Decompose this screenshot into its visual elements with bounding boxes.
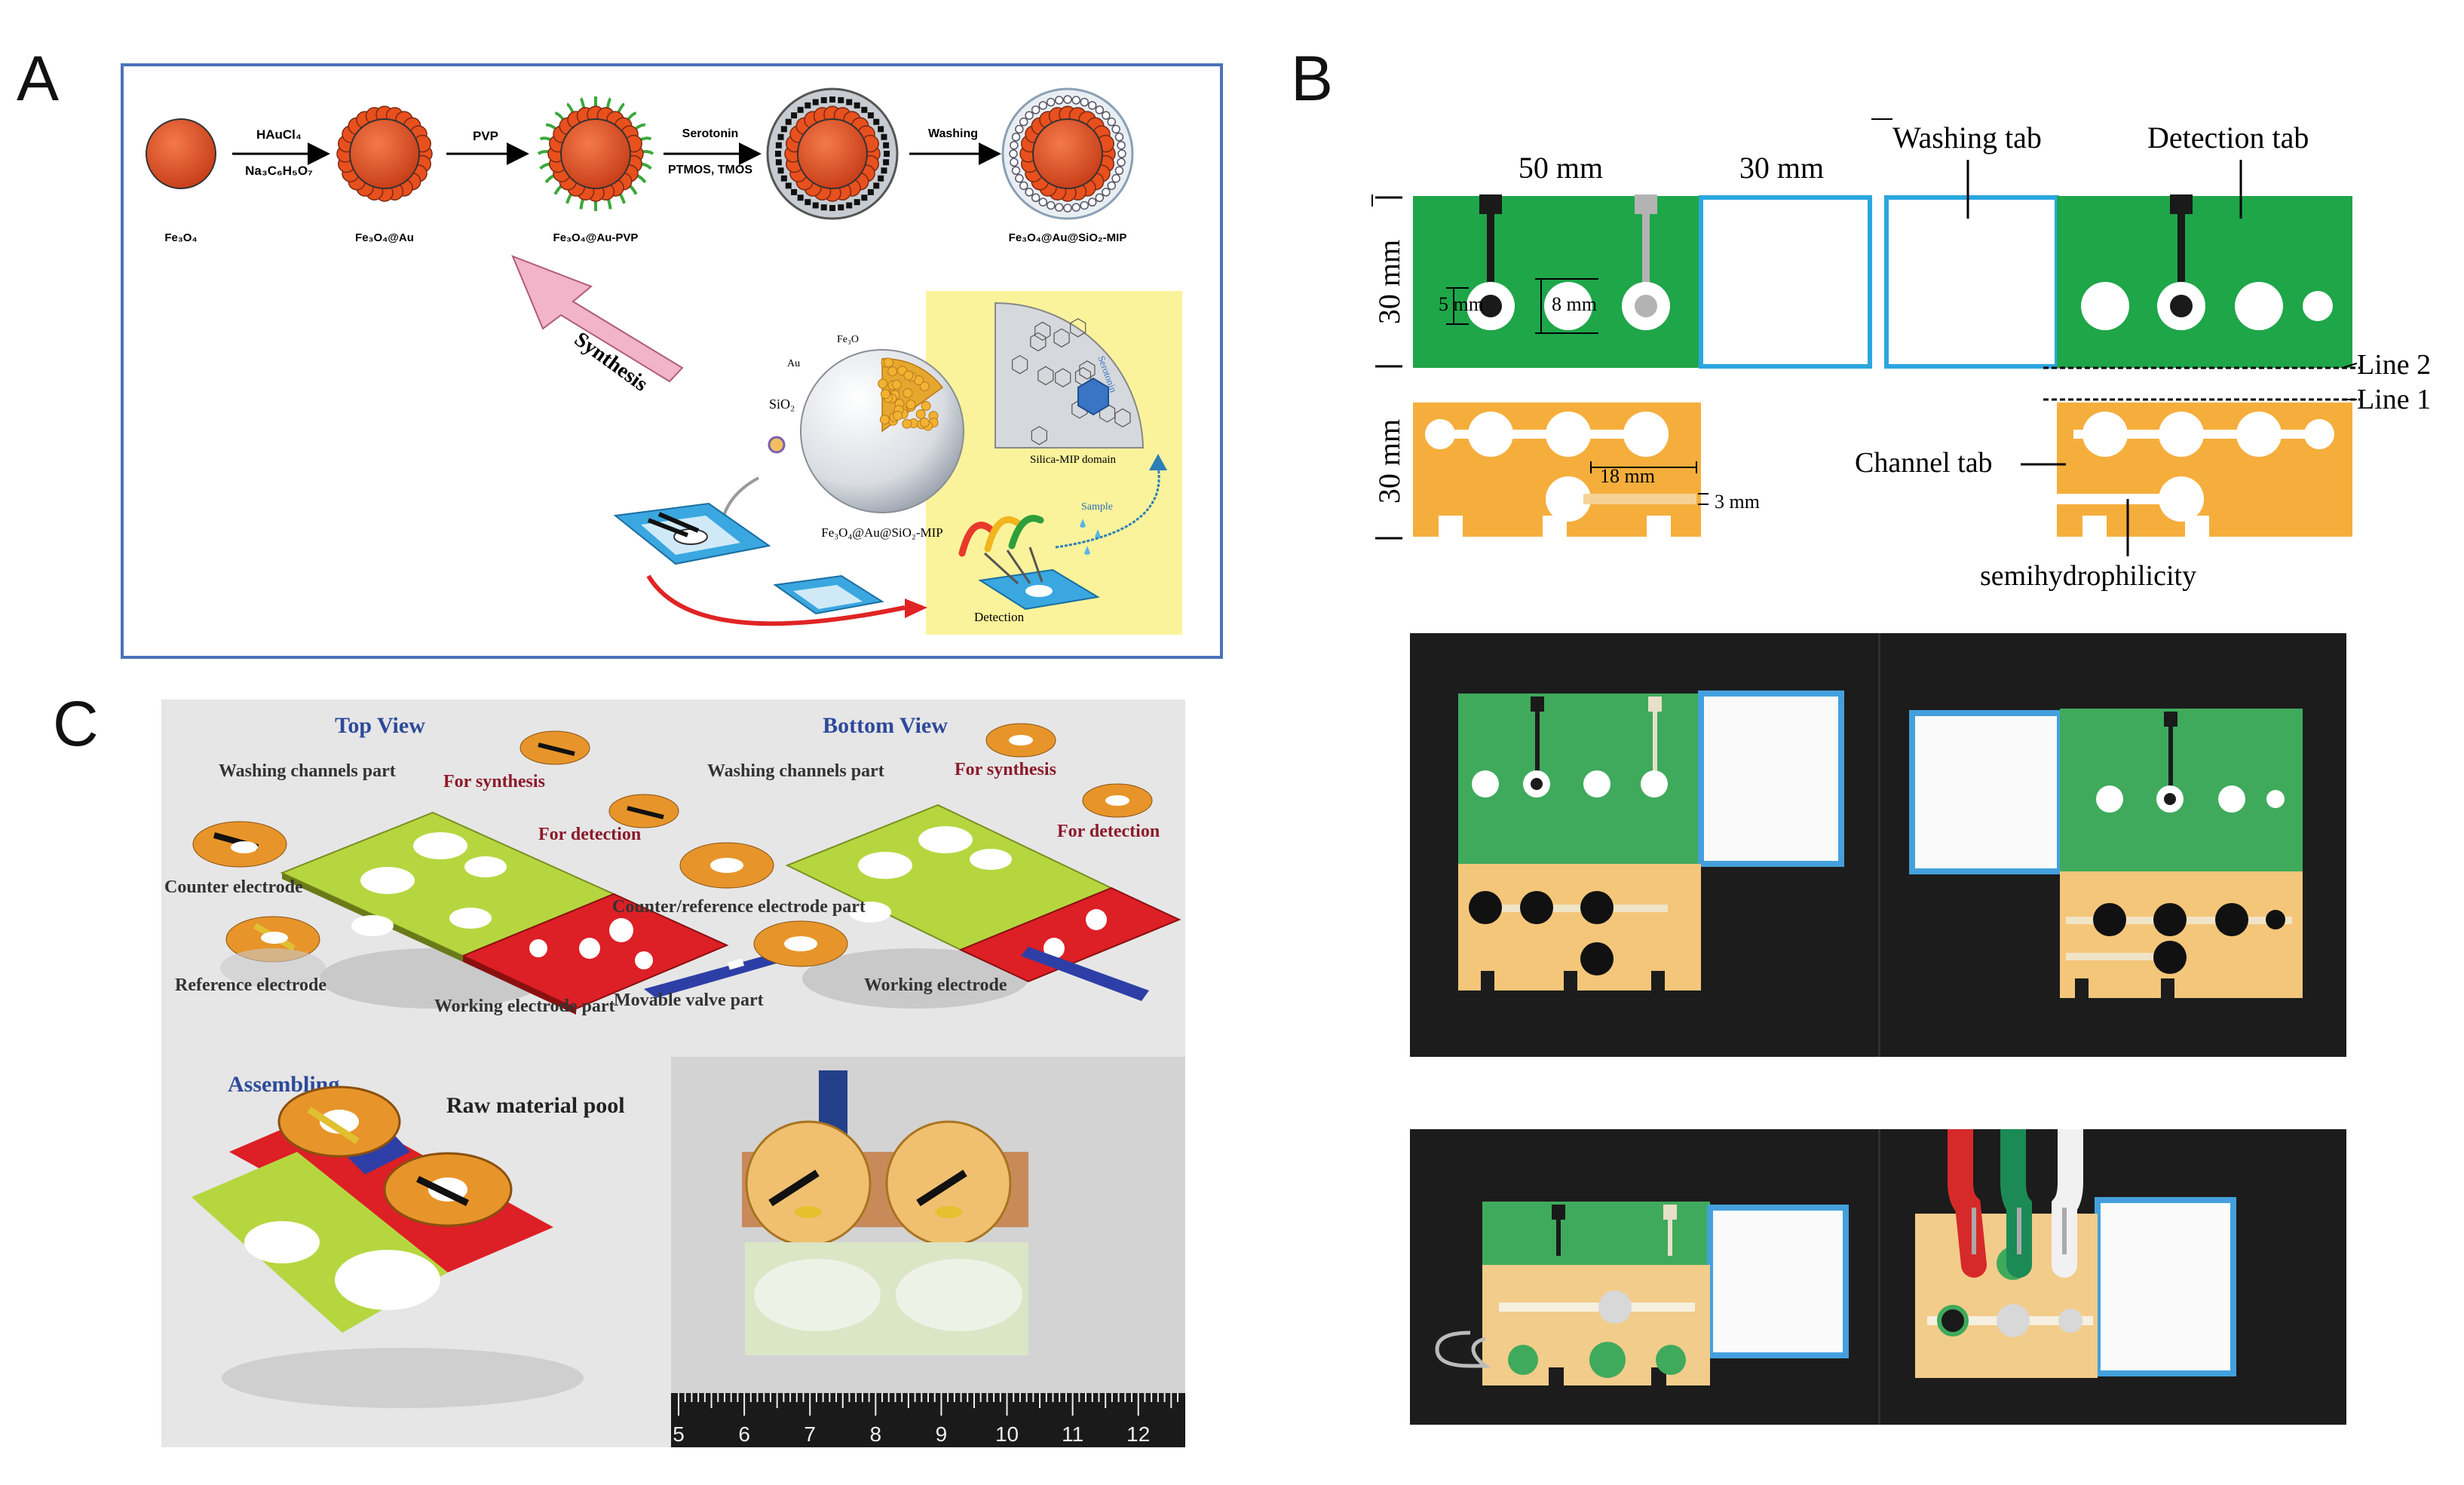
- dim-8mm: 8 mm: [1552, 293, 1597, 315]
- dim-18mm: 18 mm: [1600, 465, 1655, 487]
- arrow3-bottom: PTMOS, TMOS: [668, 164, 752, 176]
- arrow1-top: HAuCl₄: [256, 127, 302, 142]
- fe3o4-au-pvp-particle: [538, 96, 653, 211]
- ruler-label: 5: [673, 1422, 685, 1446]
- panel-c-illustration: Top View Washing channels part For synth…: [161, 700, 1185, 1447]
- right-washing-area: [1886, 197, 2057, 366]
- top-view-title: Top View: [335, 713, 425, 738]
- assembled-chip: [192, 1087, 584, 1408]
- sample-label: Sample: [1081, 501, 1113, 513]
- ruler-label: 12: [1126, 1422, 1150, 1446]
- arrow4-top: Washing: [928, 127, 978, 140]
- ruler-label: 6: [738, 1422, 750, 1446]
- fe3o4-core: [146, 119, 216, 188]
- mip-imprinted-particle: [768, 89, 897, 219]
- step-label-fe3o4-au-pvp: Fe₃O₄@Au-PVP: [553, 231, 639, 244]
- step-label-fe3o4: Fe₃O₄: [164, 231, 197, 244]
- label-working-electrode: Working electrode: [864, 975, 1007, 995]
- panel-a-diagram: Fe₃O₄ HAuCl₄ Na₃C₆H₅O₇ Fe₃O₄@Au PVP Fe₃O…: [121, 63, 1223, 659]
- sphere-label-fe: Fe₃O: [837, 334, 859, 345]
- bottom-view-title: Bottom View: [823, 713, 948, 738]
- photo-chips-front-back: [1410, 633, 2346, 1057]
- dim-30mm-width: 30 mm: [1739, 151, 1824, 185]
- arrow1-bottom: Na₃C₆H₅O₇: [245, 164, 313, 178]
- label-line2: Line 2: [2357, 349, 2431, 381]
- panel-b-schematic: 50 mm 30 mm 30 mm 30 mm 5 mm 8 mm Washin…: [1357, 113, 2450, 611]
- label-for-detection-top: For detection: [538, 825, 641, 844]
- sphere-label-au: Au: [787, 358, 800, 369]
- dim-30mm-height-bottom: 30 mm: [1372, 419, 1406, 504]
- fe3o4-au-particle: [337, 106, 432, 201]
- label-working-electrode-part: Working electrode part: [434, 997, 615, 1016]
- dim-50mm: 50 mm: [1519, 151, 1603, 185]
- arrow2-top: PVP: [473, 129, 498, 143]
- label-washing-tab: Washing tab: [1892, 121, 2042, 155]
- ruler-label: 7: [804, 1422, 816, 1446]
- left-detection-area: [1413, 196, 1701, 368]
- step-label-final: Fe₃O₄@Au@SiO₂-MIP: [1009, 231, 1127, 244]
- arrow3-top: Serotonin: [682, 127, 739, 140]
- left-washing-area: [1701, 197, 1870, 366]
- panel-letter-b: B: [1291, 42, 1333, 115]
- ruler-label: 8: [870, 1422, 882, 1446]
- dim-30mm-height-top: 30 mm: [1372, 240, 1406, 324]
- label-reference-electrode: Reference electrode: [175, 975, 326, 995]
- ruler-label: 11: [1062, 1422, 1083, 1446]
- label-for-detection-bottom: For detection: [1057, 822, 1160, 841]
- dim-5mm: 5 mm: [1439, 293, 1484, 315]
- panel-letter-c: C: [53, 687, 99, 761]
- washed-mip-particle: [1003, 89, 1132, 219]
- ruler-label: 9: [936, 1422, 948, 1446]
- label-for-synthesis-top: For synthesis: [443, 772, 545, 791]
- small-particle: [769, 437, 784, 452]
- step-label-fe3o4-au: Fe₃O₄@Au: [355, 231, 414, 244]
- sphere-name: Fe₃O₄@Au@SiO₂-MIP: [821, 525, 943, 540]
- right-detection-area: [2057, 196, 2352, 368]
- ruler-label: 10: [995, 1422, 1019, 1446]
- raw-material-pool-label: Raw material pool: [446, 1093, 625, 1118]
- panel-letter-a: A: [17, 42, 59, 115]
- label-washing-channels-bottom: Washing channels part: [707, 761, 884, 781]
- dim-3mm: 3 mm: [1715, 491, 1760, 513]
- label-counter-electrode: Counter electrode: [164, 877, 303, 897]
- sphere-label-sio2: SiO₂: [769, 397, 795, 412]
- label-line1: Line 1: [2357, 384, 2431, 415]
- label-movable-valve-part: Movable valve part: [614, 991, 764, 1010]
- label-for-synthesis-bottom: For synthesis: [955, 760, 1056, 779]
- detection-label: Detection: [974, 610, 1025, 624]
- label-channel-tab: Channel tab: [1855, 447, 1993, 479]
- photo-chips-assembled: [1410, 1129, 2346, 1425]
- label-detection-tab: Detection tab: [2147, 121, 2309, 155]
- label-washing-channels-top: Washing channels part: [219, 761, 396, 781]
- label-semihydrophilicity: semihydrophilicity: [1980, 560, 2196, 592]
- domain-label: Silica-MIP domain: [1030, 454, 1117, 466]
- label-counter-reference: Counter/reference electrode part: [612, 897, 866, 917]
